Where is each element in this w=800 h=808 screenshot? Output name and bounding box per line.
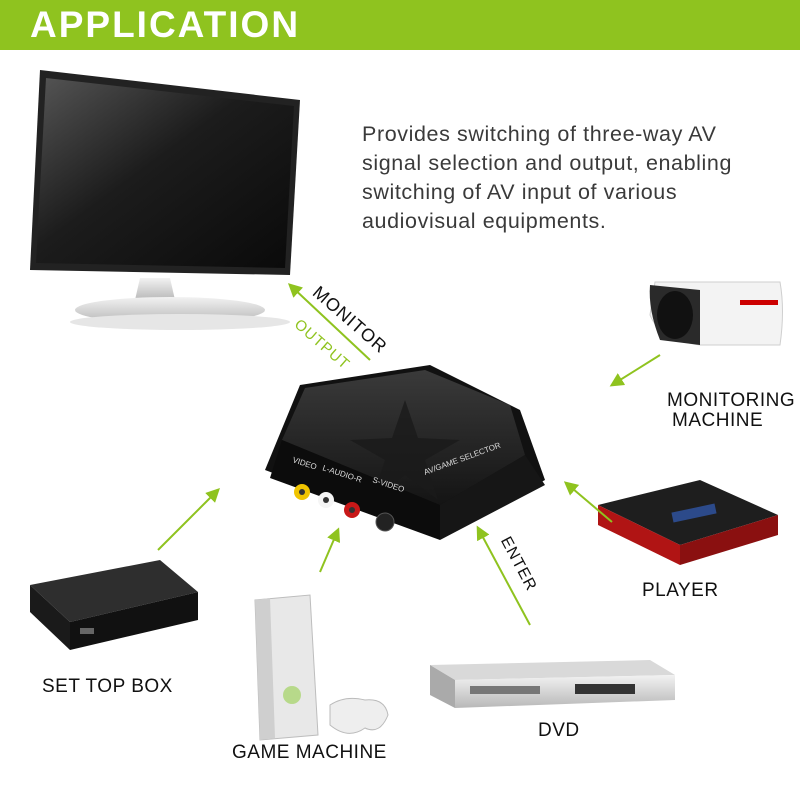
dvd-image	[430, 660, 675, 708]
arrow-to-monitor	[287, 283, 371, 361]
player-label: PLAYER	[642, 580, 719, 601]
camera-image	[649, 281, 783, 346]
arrow-from-game-machine	[319, 527, 341, 573]
av-selector-device	[265, 365, 545, 540]
game-machine-label: GAME MACHINE	[232, 742, 387, 763]
monitoring-machine-label-line1: MONITORING	[667, 390, 796, 411]
game-machine-image	[254, 594, 389, 741]
set-top-box-label: SET TOP BOX	[42, 676, 173, 697]
arrow-from-camera	[609, 354, 661, 387]
arrow-from-set-top-box	[157, 488, 220, 551]
dvd-label: DVD	[538, 720, 580, 741]
page-title: APPLICATION	[30, 4, 301, 45]
description-text: Provides switching of three-way AV signa…	[362, 122, 733, 233]
arrow-from-dvd	[476, 525, 531, 626]
header-bar	[0, 0, 800, 50]
arrow-from-player	[563, 481, 613, 523]
set-top-box-image	[30, 560, 198, 650]
monitor-image	[30, 70, 300, 330]
monitoring-machine-label-line2: MACHINE	[672, 410, 764, 431]
player-image	[598, 480, 778, 565]
